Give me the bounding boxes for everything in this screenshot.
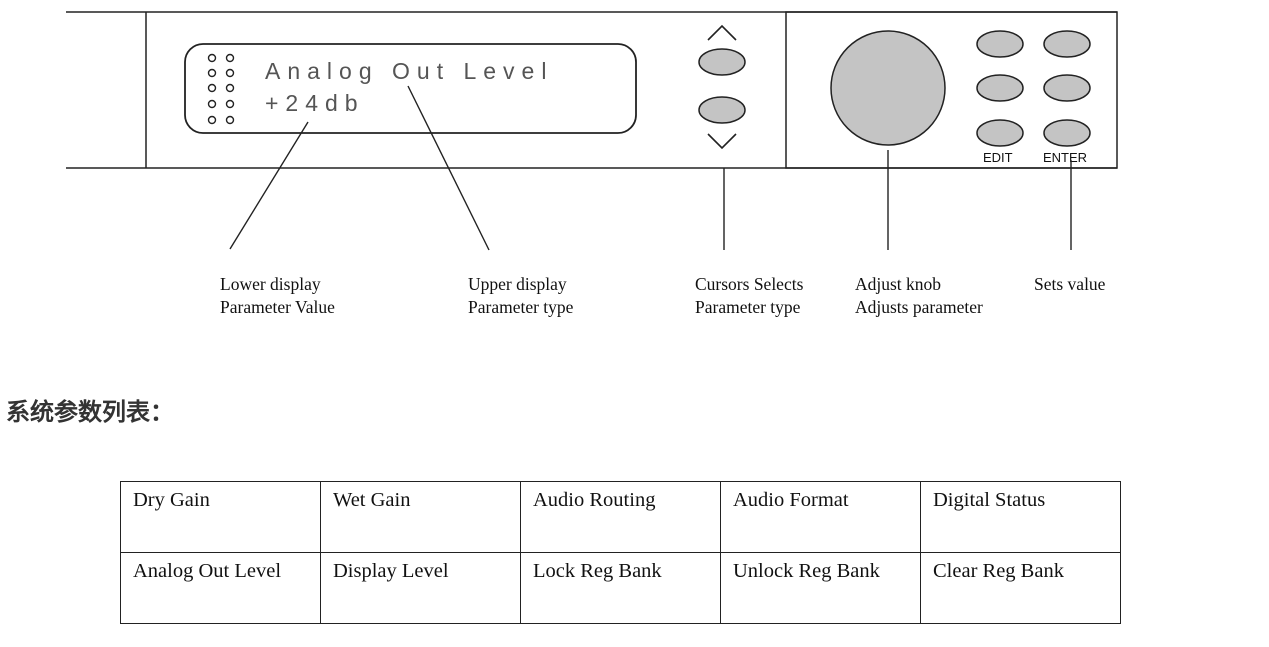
section-heading: 系统参数列表： — [6, 398, 174, 426]
callout-pointer-lines — [229, 85, 1072, 251]
callout-cursors-line1: Cursors Selects — [695, 274, 804, 294]
function-button-4[interactable] — [1043, 74, 1091, 102]
function-button-2[interactable] — [1043, 30, 1091, 58]
edit-button[interactable] — [976, 119, 1024, 147]
table-cell: Analog Out Level — [120, 552, 321, 624]
table-cell: Unlock Reg Bank — [720, 552, 921, 624]
table-cell: Display Level — [320, 552, 521, 624]
control-section-box — [785, 11, 1118, 169]
system-parameter-table: Dry Gain Wet Gain Audio Routing Audio Fo… — [120, 481, 1121, 624]
callout-enter-line1: Sets value — [1034, 274, 1106, 294]
callout-lower-display-line1: Lower display — [220, 274, 321, 294]
table-cell: Clear Reg Bank — [920, 552, 1121, 624]
callout-cursors-line2: Parameter type — [695, 297, 801, 317]
lcd-display — [184, 43, 637, 134]
lcd-indicator-dots — [207, 53, 235, 125]
lcd-upper-line: Analog Out Level — [265, 58, 553, 84]
cursor-up-button[interactable] — [698, 48, 746, 76]
table-row: Analog Out Level Display Level Lock Reg … — [120, 552, 1121, 624]
table-cell: Audio Format — [720, 481, 921, 553]
adjust-knob[interactable] — [830, 30, 946, 146]
callout-lower-display-line2: Parameter Value — [220, 297, 335, 317]
enter-button[interactable] — [1043, 119, 1091, 147]
callout-upper-display-line2: Parameter type — [468, 297, 574, 317]
cursor-down-button[interactable] — [698, 96, 746, 124]
edit-button-label: EDIT — [983, 150, 1013, 165]
table-cell: Lock Reg Bank — [520, 552, 721, 624]
cursor-up-chevron-icon — [707, 24, 737, 41]
table-cell: Digital Status — [920, 481, 1121, 553]
enter-button-label: ENTER — [1043, 150, 1087, 165]
table-cell: Dry Gain — [120, 481, 321, 553]
callout-knob-line2: Adjusts parameter — [855, 297, 983, 317]
table-cell: Audio Routing — [520, 481, 721, 553]
callout-knob-line1: Adjust knob — [855, 274, 941, 294]
function-button-3[interactable] — [976, 74, 1024, 102]
front-panel-diagram: Analog Out Level +24db EDIT ENTER Lower … — [66, 11, 1118, 317]
lcd-lower-line: +24db — [265, 90, 365, 116]
table-cell: Wet Gain — [320, 481, 521, 553]
function-button-1[interactable] — [976, 30, 1024, 58]
table-row: Dry Gain Wet Gain Audio Routing Audio Fo… — [120, 481, 1121, 553]
callout-upper-display-line1: Upper display — [468, 274, 567, 294]
cursor-down-chevron-icon — [707, 133, 737, 150]
